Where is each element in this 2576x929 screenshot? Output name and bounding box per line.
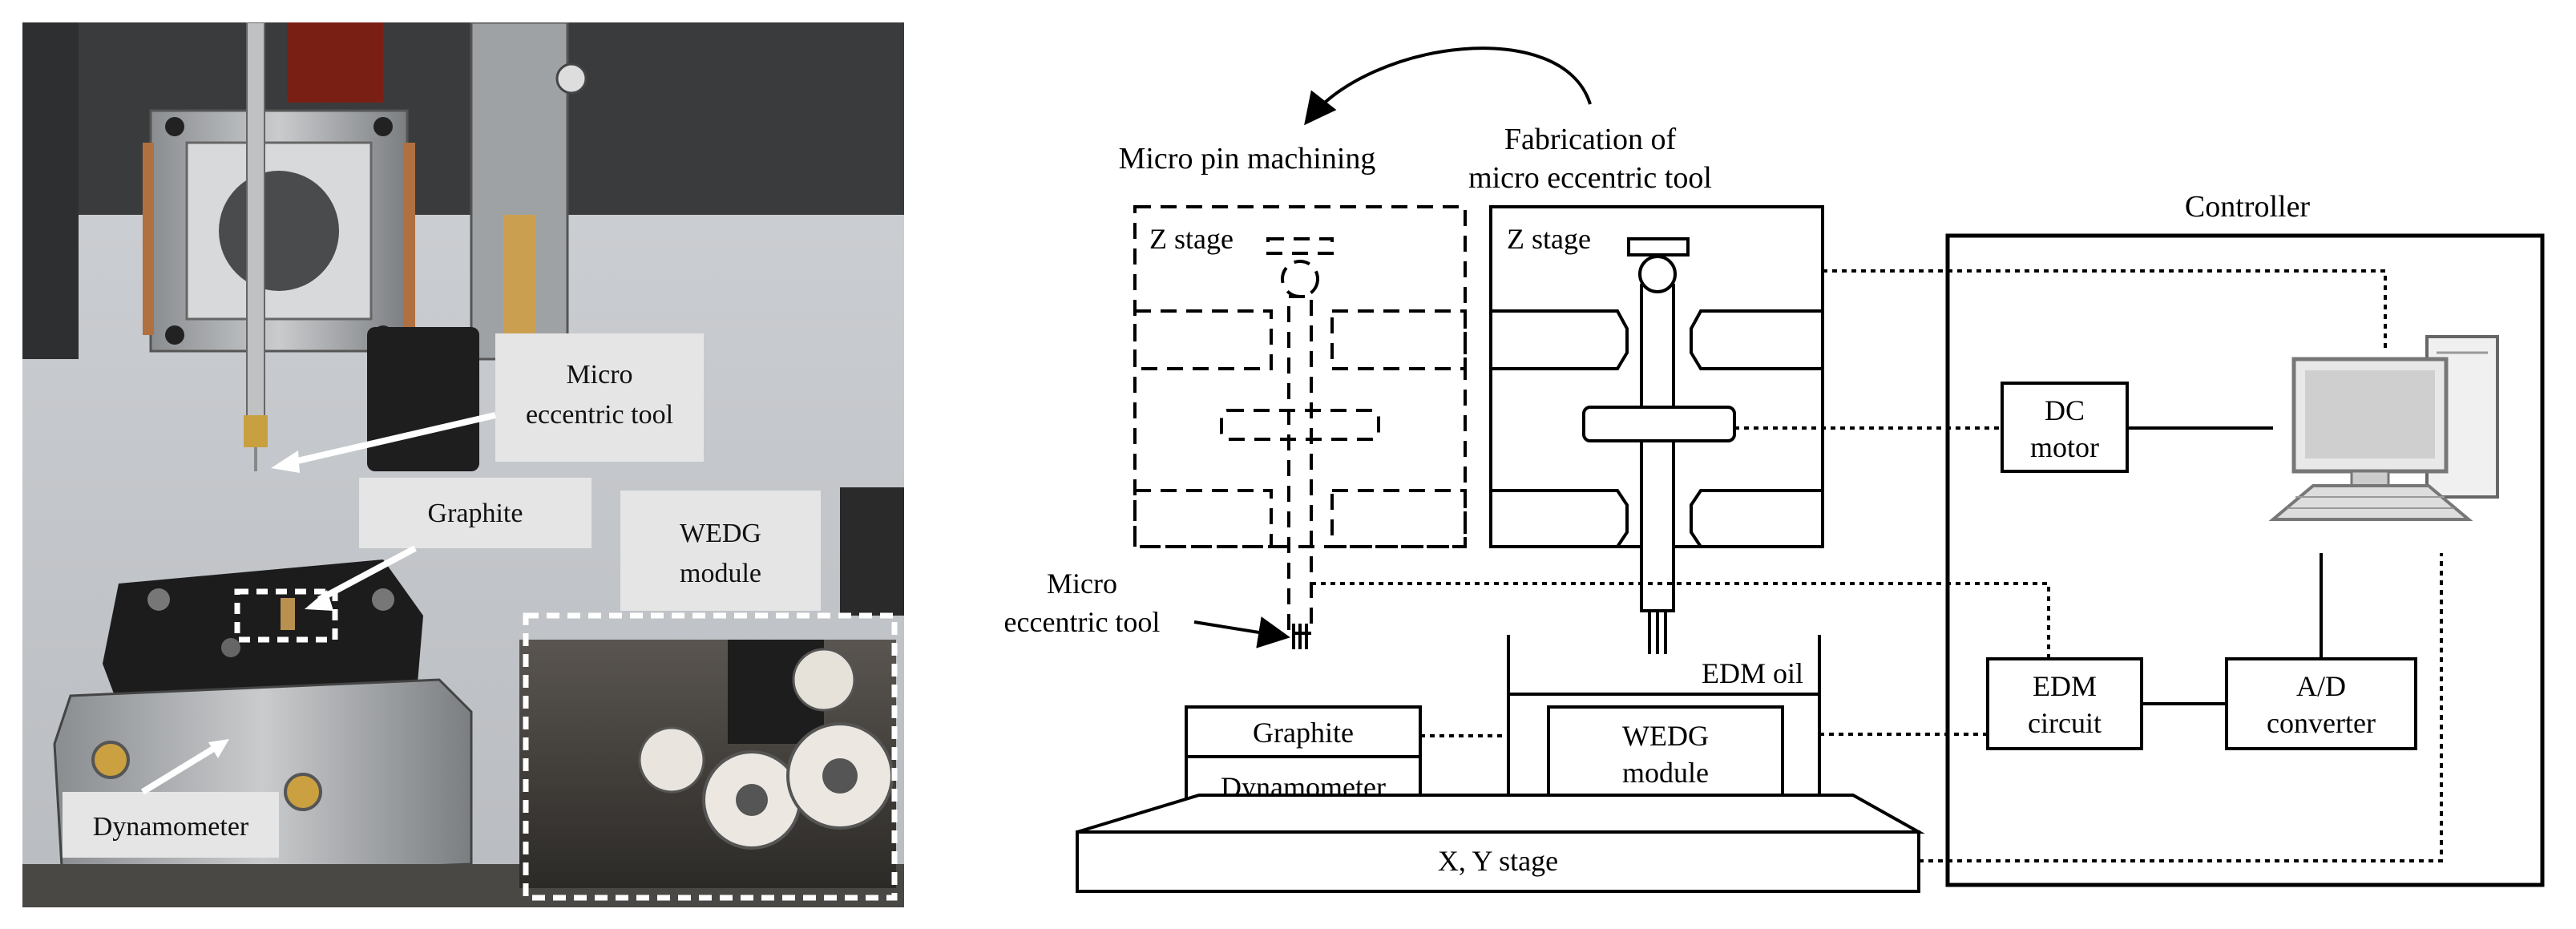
photo-label-wedg-line2: module xyxy=(680,559,761,588)
dc-motor-line2: motor xyxy=(2030,431,2099,463)
solid-connections xyxy=(2127,426,2323,705)
copper-plate xyxy=(404,143,415,335)
spindle-shaft xyxy=(246,22,265,440)
photo-arrow-micro-tool xyxy=(286,412,496,467)
graphite-box xyxy=(1185,705,1422,758)
photo-label-dynamometer-box xyxy=(63,792,279,858)
wedg-module-line1: WEDG xyxy=(1622,720,1709,752)
tool-holder xyxy=(244,415,268,447)
graphite-sample xyxy=(281,598,295,630)
bolt xyxy=(165,117,184,136)
pulley-hub xyxy=(822,758,858,794)
wedg-pulley xyxy=(638,726,705,794)
wedg-pulley xyxy=(792,648,856,712)
edm-oil-label: EDM oil xyxy=(1702,657,1803,689)
dc-motor-box xyxy=(2001,382,2129,473)
photo-arrowhead xyxy=(208,739,229,758)
bolt xyxy=(221,638,240,657)
bolt xyxy=(372,588,394,611)
fabrication-title-line1: Fabrication of xyxy=(1504,123,1677,156)
ad-converter-line2: converter xyxy=(2267,707,2376,739)
machine-column xyxy=(22,22,79,359)
photo-label-wedg-line1: WEDG xyxy=(680,519,761,548)
right-tool-tip xyxy=(1648,611,1667,654)
bolt xyxy=(373,117,393,136)
photo-arrowhead xyxy=(271,450,300,473)
edm-circuit-box xyxy=(1986,657,2143,750)
edm-circuit-line1: EDM xyxy=(2033,670,2097,702)
schematic-diagram: Micro pin machining Fabrication of micro… xyxy=(922,0,2576,925)
dotted-connections xyxy=(1311,269,2443,862)
copper-plate xyxy=(143,143,154,335)
red-block xyxy=(287,22,383,103)
controller-box xyxy=(1945,233,2545,887)
wedg-motor xyxy=(840,487,904,616)
photo-label-wedg-box xyxy=(620,491,821,611)
photo-arrow-dynamometer xyxy=(140,745,217,795)
z-stage-left-label: Z stage xyxy=(1149,223,1233,255)
schematic-svg: Micro pin machining Fabrication of micro… xyxy=(1004,46,2545,893)
fabrication-title-line2: micro eccentric tool xyxy=(1468,161,1712,195)
xy-stage-label: X, Y stage xyxy=(1438,845,1558,877)
dynamometer-connector xyxy=(284,773,322,811)
tool-label-line1: Micro xyxy=(1047,567,1117,600)
setup-photo-illustration: Micro eccentric tool Graphite WEDG modul… xyxy=(22,22,904,907)
z-stage-right-label: Z stage xyxy=(1507,223,1591,255)
graphite-label: Graphite xyxy=(1253,717,1354,749)
pulley-hub xyxy=(736,784,768,816)
photo-label-dynamometer: Dynamometer xyxy=(93,812,249,842)
process-arrow xyxy=(1304,46,1592,126)
micro-pin-title: Micro pin machining xyxy=(1119,142,1376,176)
rail-knob xyxy=(555,63,587,95)
edm-circuit-line2: circuit xyxy=(2028,707,2102,739)
photo-label-micro-tool-line1: Micro xyxy=(566,360,632,390)
dc-motor-line1: DC xyxy=(2045,394,2085,426)
setup-photo: Micro eccentric tool Graphite WEDG modul… xyxy=(22,22,904,907)
z-stage-dashed xyxy=(1133,205,1467,635)
tool-label-arrow xyxy=(1193,616,1290,648)
spindle-opening xyxy=(219,171,339,291)
photo-arrowhead xyxy=(305,590,333,611)
left-tool-tip xyxy=(1292,624,1308,649)
tool-label-line2: eccentric tool xyxy=(1004,606,1161,638)
bolt xyxy=(147,588,170,611)
photo-graphite-highlight xyxy=(234,588,338,643)
motor-cylinder xyxy=(367,327,479,471)
wedg-module-line2: module xyxy=(1622,757,1709,789)
bolt xyxy=(165,325,184,345)
dynamometer-connector xyxy=(91,741,130,779)
controller-title: Controller xyxy=(2185,190,2311,224)
xy-stage-top xyxy=(1076,794,1925,834)
z-stage-solid xyxy=(1489,205,1824,612)
photo-label-micro-tool-box xyxy=(495,333,704,462)
ad-converter-line1: A/D xyxy=(2296,670,2346,702)
photo-label-micro-tool-line2: eccentric tool xyxy=(526,400,673,430)
photo-label-graphite: Graphite xyxy=(428,499,523,528)
photo-label-graphite-box xyxy=(359,478,592,548)
computer-icon xyxy=(2268,335,2499,521)
photo-wedg-highlight xyxy=(523,612,898,901)
